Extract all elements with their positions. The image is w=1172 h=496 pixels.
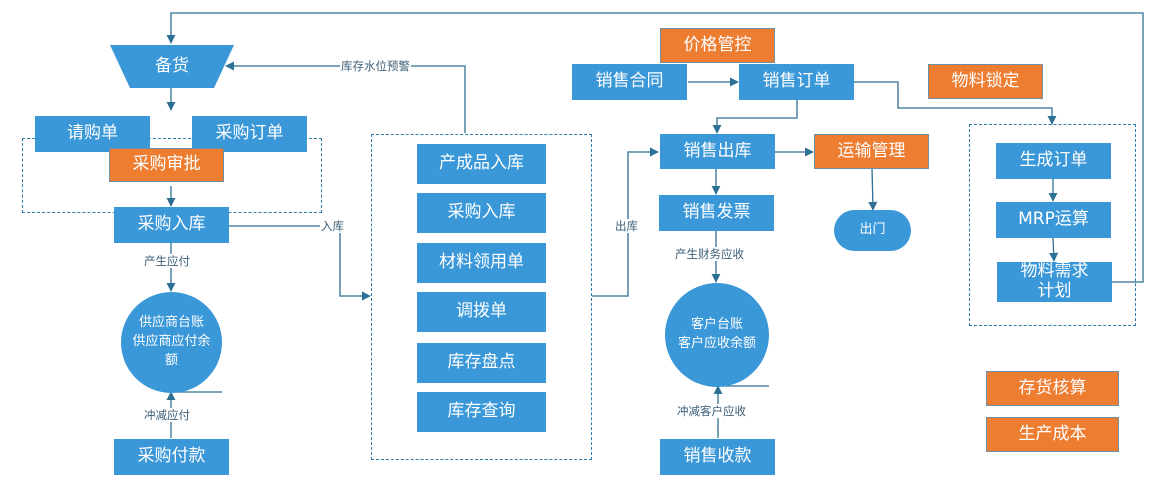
sales-order-node[interactable]: 销售订单 — [739, 64, 854, 100]
connector-mrp-to-plan — [1049, 237, 1059, 262]
generate-order-node[interactable]: 生成订单 — [996, 143, 1111, 179]
edge-label-outbound: 出库 — [614, 219, 639, 233]
trapezoid-shape — [110, 45, 234, 88]
material-plan-node[interactable]: 物料需求 计划 — [997, 262, 1112, 302]
edge-label-payable-offset: 冲减应付 — [143, 408, 191, 422]
purchase-order-node[interactable]: 采购订单 — [192, 116, 307, 152]
edge-label-receivable-generated: 产生财务应收 — [674, 247, 745, 261]
purchase-payment-node[interactable]: 采购付款 — [114, 439, 229, 475]
connector-stock-alert — [225, 61, 466, 133]
connector-transport-to-exit — [868, 167, 878, 211]
purchase-order-label: 采购订单 — [215, 123, 284, 144]
sales-invoice-node[interactable]: 销售发票 — [659, 195, 774, 231]
inventory-item-material-requisition[interactable]: 材料领用单 — [417, 243, 546, 283]
transport-mgmt-node[interactable]: 运输管理 — [814, 134, 929, 169]
material-lock-node[interactable]: 物料锁定 — [928, 64, 1043, 99]
inventory-item-stocktake[interactable]: 库存盘点 — [417, 343, 546, 383]
prepare-goods-label: 备货 — [155, 55, 189, 76]
sales-outbound-node[interactable]: 销售出库 — [660, 134, 775, 169]
sales-receipt-node[interactable]: 销售收款 — [660, 439, 775, 475]
purchase-approval-node[interactable]: 采购审批 — [109, 148, 224, 182]
connector-order-to-outbound — [712, 99, 798, 134]
production-group — [969, 124, 1136, 326]
requisition-node[interactable]: 请购单 — [35, 116, 150, 152]
prepare-goods-node[interactable]: 备货 — [110, 45, 234, 88]
edge-label-stock-alert: 库存水位预警 — [340, 59, 411, 73]
connector-mrp-to-prepare — [166, 12, 1144, 283]
purchase-receipt-label: 采购入库 — [137, 214, 206, 235]
inventory-group — [371, 134, 592, 460]
inventory-costing-node[interactable]: 存货核算 — [986, 371, 1119, 406]
purchase-receipt-node[interactable]: 采购入库 — [114, 207, 229, 243]
connector-order-to-production — [854, 81, 1057, 125]
customer-ledger-label: 客户台账 客户应收余额 — [677, 317, 756, 351]
inventory-item-query[interactable]: 库存查询 — [417, 392, 546, 432]
supplier-ledger-node[interactable]: 供应商台账 供应商应付余 额 — [121, 292, 222, 393]
mrp-run-node[interactable]: MRP运算 — [996, 202, 1111, 238]
supplier-ledger-label: 供应商台账 供应商应付余 额 — [132, 315, 211, 368]
price-control-node[interactable]: 价格管控 — [660, 28, 775, 63]
inventory-item-transfer[interactable]: 调拨单 — [417, 292, 546, 332]
inventory-item-finished-goods-in[interactable]: 产成品入库 — [417, 144, 546, 184]
customer-ledger-node[interactable]: 客户台账 客户应收余额 — [665, 283, 769, 387]
purchase-approval-label: 采购审批 — [132, 154, 201, 175]
connector-receipt-to-inventory — [229, 225, 371, 301]
sales-contract-node[interactable]: 销售合同 — [572, 64, 687, 100]
edge-label-receivable-offset: 冲减客户应收 — [676, 404, 747, 418]
requisition-label: 请购单 — [67, 123, 118, 144]
exit-gate-node[interactable]: 出门 — [834, 210, 911, 251]
edge-label-payable-generated: 产生应付 — [143, 254, 191, 268]
purchase-payment-label: 采购付款 — [137, 446, 206, 467]
material-plan-label: 物料需求 计划 — [1020, 261, 1089, 301]
production-cost-node[interactable]: 生产成本 — [986, 417, 1119, 452]
inventory-item-purchase-in[interactable]: 采购入库 — [417, 193, 546, 233]
edge-label-inbound: 入库 — [320, 219, 345, 233]
